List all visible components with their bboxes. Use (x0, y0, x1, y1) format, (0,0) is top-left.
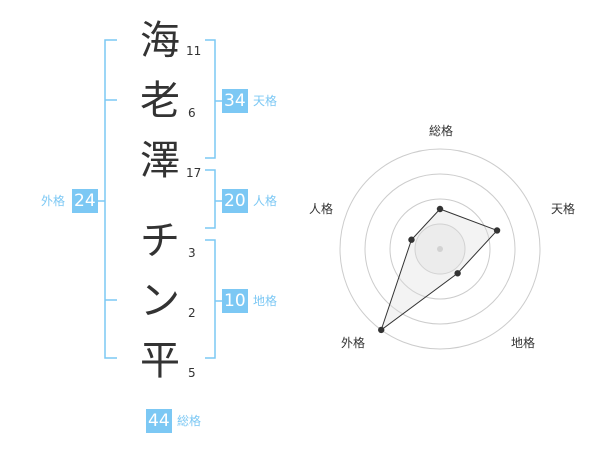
stroke-count-4: 3 (188, 246, 196, 260)
stroke-count-6: 5 (188, 366, 196, 380)
tenkaku-badge: 34 (222, 89, 248, 113)
radar-point-3 (378, 326, 385, 334)
name-char-3: 澤 (140, 138, 180, 184)
radar-axis-label-soukaku: 総格 (429, 124, 454, 138)
radar-axis-label-tenkaku: 天格 (551, 202, 576, 216)
gaikaku-label: 外格 (41, 194, 66, 208)
stroke-count-1: 11 (186, 44, 202, 58)
radar-value-polygon (380, 208, 498, 332)
radar-axis-label-jinkaku: 人格 (309, 202, 334, 216)
name-char-5: ン (140, 278, 180, 324)
jinkaku-bracket (205, 169, 216, 229)
name-char-6: 平 (140, 338, 180, 384)
radar-center-dot (437, 246, 443, 252)
tenkaku-bracket (205, 39, 216, 159)
chikaku-badge: 10 (222, 289, 248, 313)
name-char-1: 海 (140, 18, 180, 64)
radar-point-2 (454, 270, 461, 277)
stroke-count-5: 2 (188, 306, 196, 320)
radar-point-0 (436, 205, 444, 213)
radar-axis-label-chikaku: 地格 (511, 336, 536, 350)
radar-grid-ring-3 (364, 173, 516, 325)
stroke-count-3: 17 (186, 166, 202, 180)
gaikaku-bracket (104, 39, 117, 359)
jinkaku-label: 人格 (253, 194, 278, 208)
stroke-count-2: 6 (188, 106, 196, 120)
radar-point-4 (408, 236, 415, 243)
soukaku-badge: 44 (146, 409, 172, 433)
radar-point-1 (493, 227, 501, 234)
name-char-2: 老 (140, 78, 180, 124)
name-char-4: チ (140, 218, 180, 264)
radar-grid-ring-2 (389, 198, 491, 300)
tenkaku-label: 天格 (253, 94, 278, 108)
chikaku-bracket (205, 239, 216, 359)
radar-grid-ring-4 (339, 148, 541, 350)
soukaku-label: 総格 (177, 414, 202, 428)
chikaku-label: 地格 (253, 294, 278, 308)
gaikaku-badge: 24 (72, 189, 98, 213)
jinkaku-badge: 20 (222, 189, 248, 213)
radar-axis-label-gaikaku: 外格 (341, 336, 366, 350)
